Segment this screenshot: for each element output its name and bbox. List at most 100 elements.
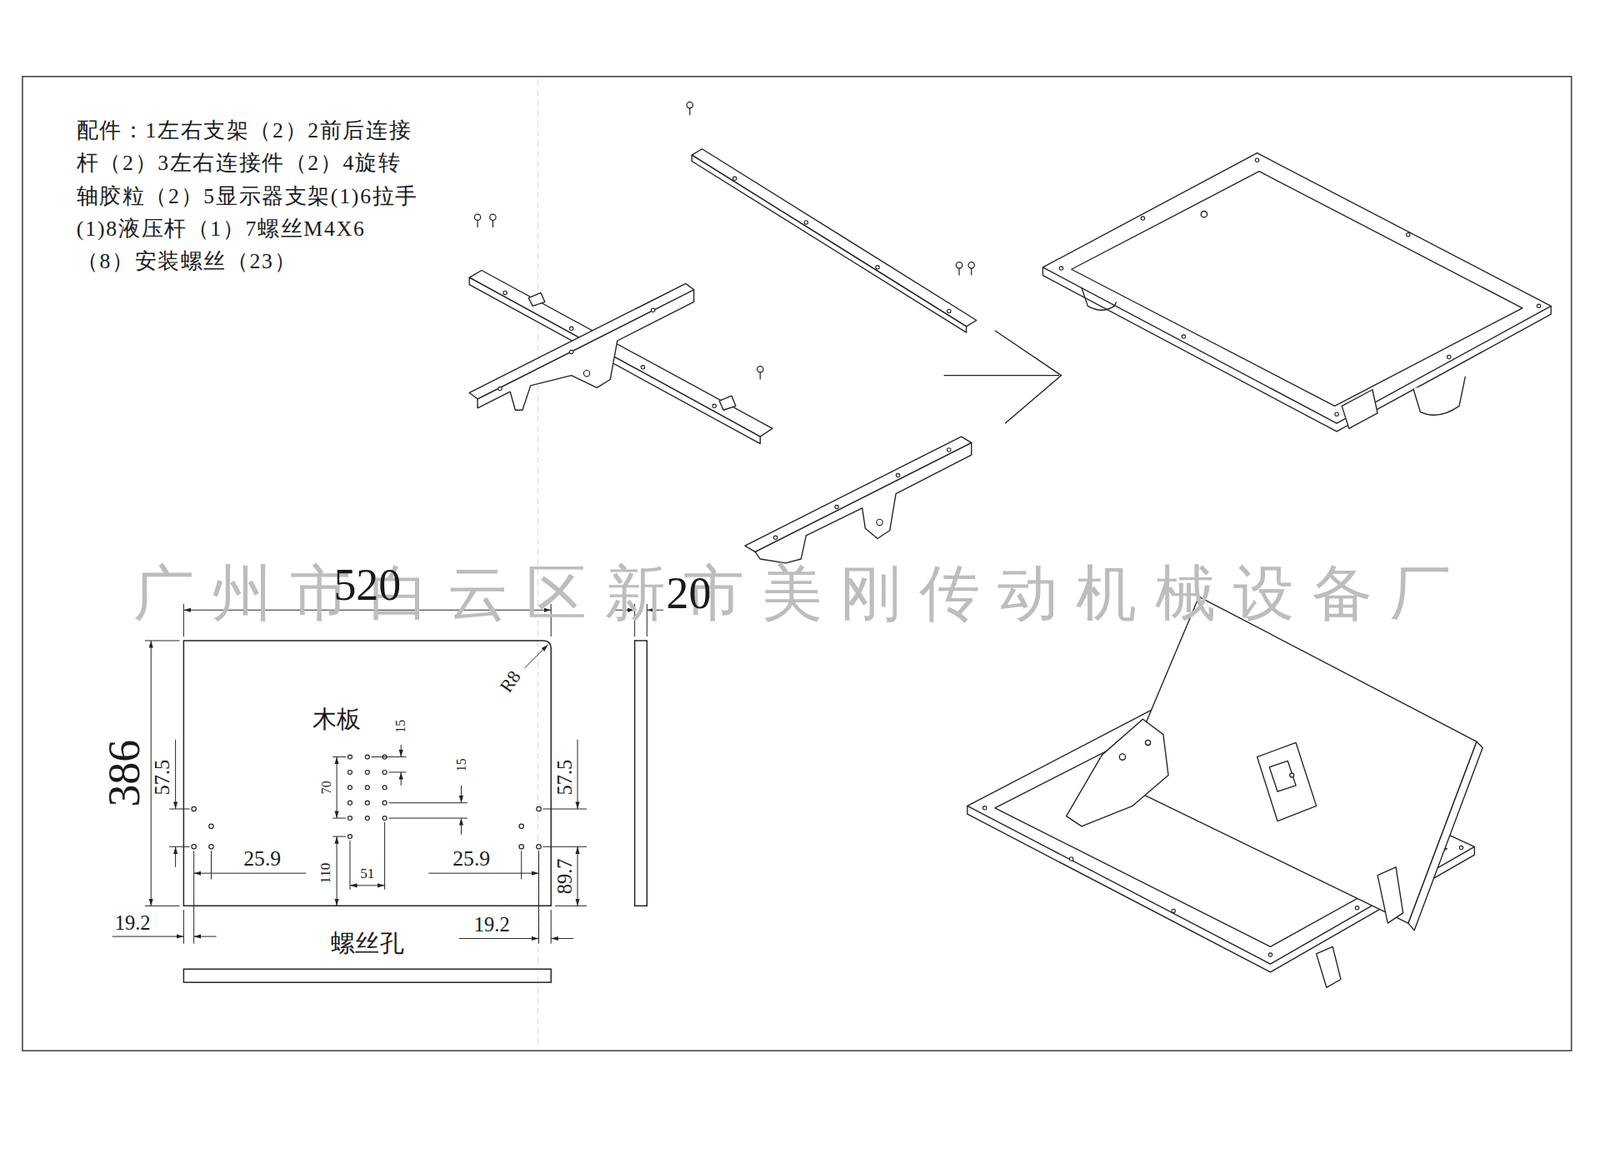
screw-hole	[348, 816, 353, 821]
tilted-assembly	[1459, 845, 1463, 850]
exploded-parts	[876, 519, 883, 525]
screw-hole	[209, 845, 214, 850]
dimension-line	[550, 938, 574, 940]
exploded-parts	[650, 308, 655, 312]
exploded-parts	[570, 326, 574, 330]
assembled-frame	[1200, 210, 1207, 217]
screw-hole	[365, 800, 370, 805]
board-outline	[183, 640, 551, 906]
assembled-frame	[1081, 287, 1117, 310]
sheet-frame	[22, 76, 1572, 1051]
screw-hole	[382, 816, 387, 821]
exploded-parts	[503, 290, 507, 295]
screw-hole	[536, 845, 541, 850]
dimension-value: 57.5	[554, 760, 575, 796]
assembled-frame	[1406, 232, 1410, 236]
dimension-value: 20	[666, 571, 712, 617]
screw-hole	[365, 755, 370, 760]
screw-hole	[365, 785, 370, 790]
screw-hole	[348, 770, 353, 775]
dimension-line	[577, 846, 579, 906]
dimension-line	[428, 873, 539, 875]
exploded-parts	[528, 292, 545, 306]
assembly-arrow	[944, 375, 1060, 376]
watermark: 广州市白云区新市美刚传动机械设备厂	[133, 563, 1470, 625]
exploded-parts	[477, 290, 695, 410]
dimension-line	[400, 772, 402, 786]
tilted-assembly	[1316, 946, 1341, 988]
dimension-line	[350, 840, 351, 890]
exploded-parts	[875, 265, 880, 270]
assembly-arrow	[995, 330, 1062, 424]
exploded-parts	[583, 370, 590, 376]
screw-hole	[519, 824, 524, 829]
screw-icon	[968, 262, 975, 269]
dimension-value: 25.9	[452, 848, 490, 870]
dimension-line	[336, 757, 338, 819]
screw-hole	[209, 824, 214, 829]
assembled-frame	[1059, 158, 1540, 416]
dimension-value: 70	[320, 780, 334, 795]
exploded-parts	[947, 448, 951, 452]
dimension-line	[187, 905, 333, 907]
board-outline	[183, 640, 647, 983]
dimension-line	[332, 756, 346, 758]
dimension-line	[542, 846, 587, 848]
assembled-frame	[1536, 304, 1540, 308]
dimension-line	[459, 938, 540, 940]
dimension-line	[577, 740, 579, 810]
assembled-frame	[1042, 153, 1551, 432]
tilted-assembly	[1269, 760, 1296, 792]
tilted-assembly	[1377, 867, 1404, 924]
dimension-value: 51	[360, 867, 375, 882]
dimension-line	[210, 850, 212, 880]
exploded-parts	[469, 270, 773, 437]
assembled-frame	[1059, 266, 1063, 270]
radius-value: R8	[496, 667, 525, 696]
dimension-line	[175, 740, 176, 810]
dimension-line	[336, 836, 338, 906]
tilted-assembly	[1070, 857, 1074, 861]
board-outline	[183, 969, 551, 983]
dimension-line	[555, 905, 587, 907]
dimension-line	[194, 936, 217, 938]
tilted-assembly	[982, 806, 986, 810]
assembled-frame	[1341, 390, 1378, 430]
assembled-frame	[1335, 412, 1339, 416]
dimension-line	[538, 850, 540, 944]
tilted-assembly	[1145, 740, 1150, 745]
parts-note: 配件：1左右支架（2）2前后连接杆（2）3左右连接件（2）4旋转轴胶粒（2）5显…	[76, 114, 419, 278]
dimension-value: 57.5	[151, 760, 172, 796]
dimension-line	[169, 846, 190, 848]
dimension-line	[112, 604, 664, 945]
dimension-line	[460, 785, 462, 804]
assembled-frame	[1181, 335, 1185, 339]
screw-icon	[686, 101, 693, 108]
tilted-assembly	[1171, 909, 1175, 913]
assembled-frame	[1042, 153, 1551, 424]
screw-hole	[348, 755, 353, 760]
dimension-value: 386	[101, 740, 147, 808]
screw-hole	[348, 800, 353, 805]
tilted-assembly	[1290, 773, 1295, 778]
screw-hole	[348, 835, 353, 840]
dimension-value: 110	[318, 863, 333, 885]
tilted-assembly	[1257, 742, 1317, 821]
dimension-value: 15	[393, 720, 407, 734]
exploded-parts	[712, 404, 716, 408]
dimension-line	[400, 745, 402, 758]
dimension-value: 520	[333, 563, 401, 609]
tilted-assembly	[967, 596, 1483, 988]
sheet-frame	[22, 76, 1572, 1051]
dimension-line	[350, 885, 385, 886]
exploded-parts	[745, 436, 972, 552]
tilted-assembly	[1268, 953, 1272, 957]
screw-hole	[191, 806, 196, 811]
screw-hole	[382, 785, 387, 790]
screw-hole	[382, 800, 387, 805]
part-label: 木板	[312, 707, 362, 732]
assembly-arrow	[944, 330, 1062, 424]
dimension-line	[112, 936, 185, 938]
